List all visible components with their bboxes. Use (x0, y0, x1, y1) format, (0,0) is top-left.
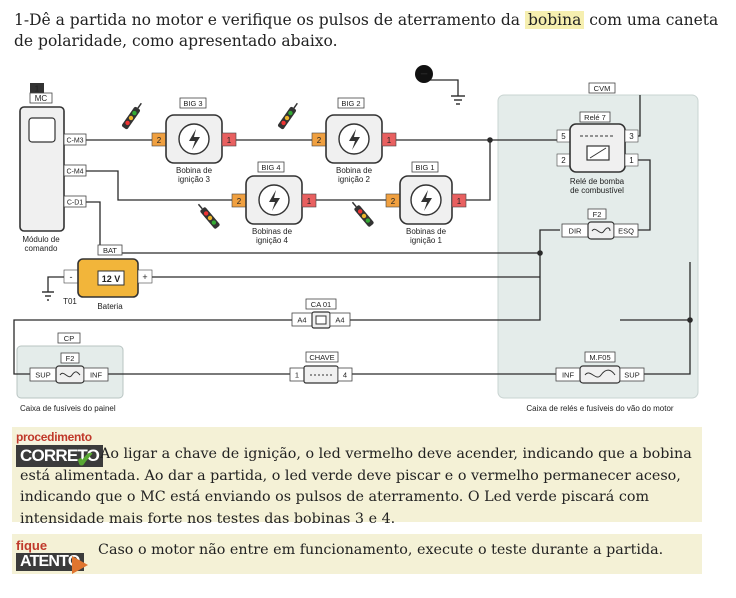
correct-procedure-box (12, 427, 702, 522)
svg-text:1: 1 (457, 197, 462, 206)
fuse-icon (59, 371, 81, 378)
svg-text:1: 1 (295, 371, 299, 380)
junction-dots (487, 137, 693, 323)
fuse-f2-cp: F2 SUP INF (29, 352, 109, 384)
fuse-f2-cvm: F2 DIR ESQ (561, 208, 639, 240)
svg-text:Bateria: Bateria (97, 302, 123, 311)
svg-text:BIG 4: BIG 4 (261, 163, 280, 172)
svg-text:Relé de bomba: Relé de bomba (570, 177, 625, 186)
wires (13, 79, 691, 375)
relay-7: Relé 7 5 2 3 1 Relé de bomba de combustí… (556, 111, 639, 195)
ground-icon (451, 95, 465, 105)
svg-text:2: 2 (561, 156, 566, 165)
svg-text:C-M4: C-M4 (66, 169, 83, 176)
svg-text:ESQ: ESQ (618, 227, 634, 236)
arrow-icon (72, 556, 88, 574)
cp-caption: Caixa de fusíveis do painel (20, 404, 116, 413)
svg-text:ignição 1: ignição 1 (410, 236, 443, 245)
big1-coil: BIG 1 2 1 Bobinas de ignição 1 (385, 161, 467, 245)
big4-coil: BIG 4 2 1 Bobinas de ignição 4 (231, 161, 317, 245)
svg-text:+: + (142, 272, 147, 282)
mc-number-badge (30, 83, 44, 93)
svg-text:Bobinas de: Bobinas de (252, 227, 293, 236)
svg-text:1: 1 (387, 136, 392, 145)
mc-tag: MC (35, 94, 48, 103)
polarity-pen-icon (278, 102, 298, 130)
connector-icon (315, 315, 327, 325)
cvm-tag: CVM (594, 84, 611, 93)
svg-text:BAT: BAT (103, 246, 117, 255)
polarity-pen-icon (197, 203, 220, 229)
page-heading: 1-Dê a partida no motor e verifique os p… (14, 11, 719, 50)
svg-text:ignição 3: ignição 3 (178, 175, 211, 184)
ignition-switch: CHAVE 1 4 (289, 351, 353, 384)
attention-text: Caso o motor não entre em funcionamento,… (98, 542, 664, 558)
svg-text:2: 2 (317, 136, 322, 145)
polarity-pen-icon (122, 102, 142, 130)
svg-text:C-M3: C-M3 (66, 138, 83, 145)
mc-pins: C-M3 C-M4 C-D1 (63, 133, 87, 208)
svg-text:ignição 2: ignição 2 (338, 175, 371, 184)
svg-text:CA 01: CA 01 (311, 300, 331, 309)
attention-badge: fique ATENTO (16, 538, 90, 574)
svg-text:A4: A4 (297, 316, 306, 325)
battery-ground-icon (42, 291, 54, 301)
svg-text:Bobina de: Bobina de (336, 166, 373, 175)
big2-coil: BIG 2 2 1 Bobina de ignição 2 (311, 97, 397, 184)
chip-icon (28, 117, 56, 143)
fuse-mf05: M.F05 INF SUP (555, 351, 645, 384)
polarity-pen-icon (351, 201, 374, 227)
correct-procedure-badge: procedimento CORRETO (16, 430, 104, 470)
svg-text:M.F05: M.F05 (589, 353, 610, 362)
svg-text:2: 2 (157, 136, 162, 145)
svg-text:Bobinas de: Bobinas de (406, 227, 447, 236)
svg-text:1: 1 (35, 84, 40, 94)
svg-text:SUP: SUP (35, 371, 50, 380)
svg-text:SUP: SUP (624, 371, 639, 380)
fuse-icon (584, 369, 616, 378)
svg-text:DIR: DIR (569, 227, 583, 236)
svg-text:12 V: 12 V (102, 274, 121, 284)
svg-text:3: 3 (629, 132, 634, 141)
svg-text:A4: A4 (335, 316, 344, 325)
svg-text:INF: INF (90, 371, 103, 380)
svg-text:comando: comando (25, 244, 58, 253)
cvm-caption: Caixa de relés e fusíveis do vão do moto… (526, 404, 674, 413)
svg-text:CHAVE: CHAVE (309, 353, 334, 362)
cvm-box (497, 94, 699, 399)
mc-name: Módulo de (22, 235, 60, 244)
svg-text:BIG 3: BIG 3 (183, 99, 202, 108)
wiring-diagram: − 1 MC C-M3 C-M4 C-D1 Módulo de comando … (13, 65, 699, 413)
fuse-icon (591, 227, 611, 234)
procedure-text: Ao ligar a chave de ignição, o led verme… (20, 446, 692, 527)
cp-tag: CP (64, 334, 74, 343)
svg-text:C-D1: C-D1 (67, 200, 83, 207)
svg-text:F2: F2 (66, 354, 75, 363)
svg-text:Relé 7: Relé 7 (584, 113, 606, 122)
battery: BAT - 12 V + Bateria T01 (63, 244, 153, 311)
big3-coil: BIG 3 2 1 Bobina de ignição 3 (151, 97, 237, 184)
svg-text:T01: T01 (63, 297, 77, 306)
svg-text:2: 2 (391, 197, 396, 206)
probe-negative-icon (415, 65, 433, 83)
checkmark-icon: ✔ (76, 447, 95, 472)
svg-text:1: 1 (307, 197, 312, 206)
svg-text:BIG 1: BIG 1 (415, 163, 434, 172)
connector-ca01: CA 01 A4 A4 (291, 298, 351, 329)
svg-text:INF: INF (562, 371, 575, 380)
svg-text:1: 1 (227, 136, 232, 145)
attention-box (12, 534, 702, 574)
svg-text:1: 1 (629, 156, 634, 165)
svg-text:2: 2 (237, 197, 242, 206)
svg-text:-: - (70, 272, 73, 282)
svg-text:F2: F2 (593, 210, 602, 219)
svg-text:4: 4 (343, 371, 347, 380)
svg-text:ignição 4: ignição 4 (256, 236, 289, 245)
svg-text:5: 5 (561, 132, 566, 141)
probe-negative-sign: − (420, 66, 428, 81)
svg-text:Bobina de: Bobina de (176, 166, 213, 175)
svg-text:BIG 2: BIG 2 (341, 99, 360, 108)
highlighted-word: bobina (524, 11, 585, 29)
svg-text:de combustível: de combustível (570, 186, 624, 195)
